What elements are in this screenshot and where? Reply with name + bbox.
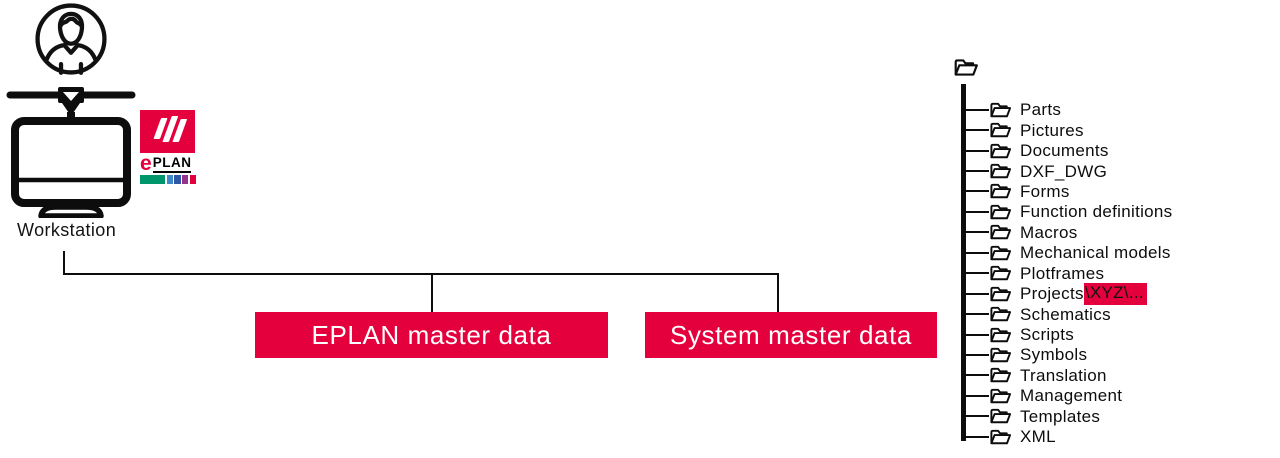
tree-branch-line xyxy=(963,394,989,397)
folder-label: Parts xyxy=(1020,100,1062,120)
tree-branch-line xyxy=(963,108,989,111)
logo-bar-segment xyxy=(140,175,165,184)
folder-label: Pictures xyxy=(1020,120,1084,140)
tree-branch-line xyxy=(963,313,989,316)
folder-icon xyxy=(990,184,1012,199)
tree-item: DXF_DWG xyxy=(963,161,1172,181)
folder-icon xyxy=(990,409,1012,424)
tree-branch-line xyxy=(963,292,989,295)
folder-label: Translation xyxy=(1020,365,1107,385)
system-master-data-box: System master data xyxy=(645,312,937,358)
workstation-label: Workstation xyxy=(17,220,117,240)
folder-icon xyxy=(990,266,1012,281)
tree-item: Function definitions xyxy=(963,202,1172,222)
folder-icon xyxy=(990,102,1012,117)
monitor-icon xyxy=(6,87,136,218)
folder-icon xyxy=(990,286,1012,301)
eplan-master-data-box: EPLAN master data xyxy=(255,312,608,358)
folder-label: Schematics xyxy=(1020,304,1111,324)
folder-icon xyxy=(990,327,1012,342)
tree-branch-line xyxy=(963,272,989,275)
eplan-logo-colorbar xyxy=(140,175,196,184)
connector-workstation-down xyxy=(63,251,65,274)
tree-branch-line xyxy=(963,231,989,234)
tree-item: Translation xyxy=(963,365,1172,385)
tree-item: Symbols xyxy=(963,345,1172,365)
folder-label: Macros xyxy=(1020,222,1078,242)
logo-bar-segment xyxy=(182,175,189,184)
eplan-logo-e: e xyxy=(140,152,152,176)
folder-label: Scripts xyxy=(1020,325,1075,345)
tree-branch-line xyxy=(963,129,989,132)
logo-bar-segment xyxy=(166,175,173,184)
folder-label: Templates xyxy=(1020,406,1101,426)
tree-branch-line xyxy=(963,170,989,173)
tree-item: Schematics xyxy=(963,304,1172,324)
connector-to-system-box xyxy=(777,274,779,313)
root-folder-icon xyxy=(954,59,978,76)
folder-icon xyxy=(990,429,1012,444)
tree-item: Plotframes xyxy=(963,263,1172,283)
tree-item: Scripts xyxy=(963,324,1172,344)
tree-item: Mechanical models xyxy=(963,243,1172,263)
folder-icon xyxy=(990,225,1012,240)
folder-icon xyxy=(990,347,1012,363)
user-avatar-icon xyxy=(35,3,107,75)
folder-icon xyxy=(990,388,1012,404)
logo-bar-segment xyxy=(174,175,181,184)
tree-branch-line xyxy=(963,210,989,213)
tree-branch-line xyxy=(963,190,989,193)
eplan-logo: e PLAN xyxy=(140,110,196,184)
connector-horizontal xyxy=(63,273,779,275)
folder-icon xyxy=(990,122,1012,138)
eplan-logo-wordmark: e PLAN xyxy=(140,152,196,176)
logo-bar-segment xyxy=(189,175,196,184)
folder-label: XML xyxy=(1020,427,1056,447)
folder-label: Function definitions xyxy=(1020,202,1173,222)
folder-label: Plotframes xyxy=(1020,263,1105,283)
tree-item: Projects \XYZ\... xyxy=(963,282,1172,305)
tree-trunk-line xyxy=(961,84,966,441)
tree-branch-line xyxy=(963,415,989,418)
tree-item: Macros xyxy=(963,222,1172,242)
folder-icon xyxy=(990,163,1012,179)
folder-tree: Parts Pictures Documents DXF_DWG xyxy=(953,57,1273,457)
folder-highlight: \XYZ\... xyxy=(1083,282,1147,305)
folder-label: Documents xyxy=(1020,141,1109,161)
tree-branch-line xyxy=(963,149,989,152)
folder-icon xyxy=(990,245,1012,260)
folder-label: DXF_DWG xyxy=(1020,161,1108,181)
tree-item: Documents xyxy=(963,140,1172,160)
tree-branch-line xyxy=(963,374,989,377)
tree-rows: Parts Pictures Documents DXF_DWG xyxy=(963,100,1172,447)
folder-label: Management xyxy=(1020,386,1123,406)
tree-item: Templates xyxy=(963,406,1172,426)
folder-label: Symbols xyxy=(1020,345,1088,365)
folder-label: Projects xyxy=(1020,284,1084,304)
tree-item: Parts xyxy=(963,100,1172,120)
tree-item: Pictures xyxy=(963,120,1172,140)
tree-item: XML xyxy=(963,427,1172,447)
folder-icon xyxy=(990,204,1012,220)
tree-item: Forms xyxy=(963,181,1172,201)
folder-icon xyxy=(990,306,1012,322)
folder-icon xyxy=(990,368,1012,383)
folder-icon xyxy=(990,143,1012,158)
tree-item: Management xyxy=(963,386,1172,406)
tree-branch-line xyxy=(963,435,989,438)
tree-branch-line xyxy=(963,333,989,336)
folder-label: Forms xyxy=(1020,181,1070,201)
tree-branch-line xyxy=(963,251,989,254)
eplan-logo-slashes-icon xyxy=(140,110,195,153)
folder-label: Mechanical models xyxy=(1020,243,1171,263)
tree-branch-line xyxy=(963,353,989,356)
eplan-logo-plan: PLAN xyxy=(152,156,192,173)
connector-to-eplan-box xyxy=(431,274,433,313)
